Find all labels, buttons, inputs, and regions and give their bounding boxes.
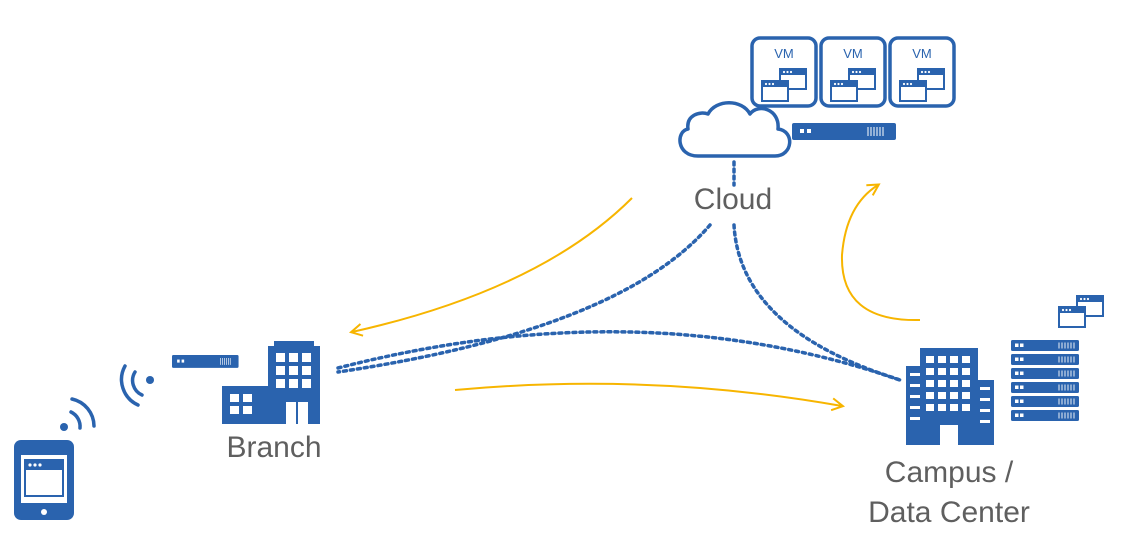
arrow-cloud-to-branch (352, 197, 633, 332)
cloud-appliance-icon (791, 122, 897, 141)
vm-icon: VM (888, 36, 956, 108)
branch-label: Branch (226, 431, 322, 464)
link-cloud-campus (732, 223, 902, 382)
vm-icon: VM (750, 36, 818, 108)
branch-building-icon (222, 341, 320, 424)
wifi-icon (119, 364, 154, 407)
arrow-branch-to-campus (454, 382, 842, 406)
campus-label-line2: Data Center (868, 496, 1030, 529)
vm-label: VM (912, 46, 932, 61)
campus-label-line1: Campus / (884, 456, 1014, 489)
cloud-label: Cloud (693, 183, 773, 216)
link-cloud-branch (336, 223, 712, 374)
dotted-links (336, 160, 902, 382)
branch-appliance-icon (171, 354, 239, 369)
vm-label: VM (843, 46, 863, 61)
app-window-icon (1058, 295, 1104, 328)
server-rack-icon (1010, 339, 1080, 422)
cloud-icon (678, 101, 792, 158)
vm-icon: VM (819, 36, 887, 108)
flow-arrows (352, 185, 921, 406)
wifi-icon (60, 397, 96, 431)
campus-building-icon (906, 348, 994, 445)
link-branch-campus (336, 330, 902, 382)
vm-label: VM (774, 46, 794, 61)
arrow-campus-to-cloud (840, 185, 921, 322)
tablet-icon (14, 440, 74, 520)
vm-group: VM VM VM (750, 36, 956, 108)
